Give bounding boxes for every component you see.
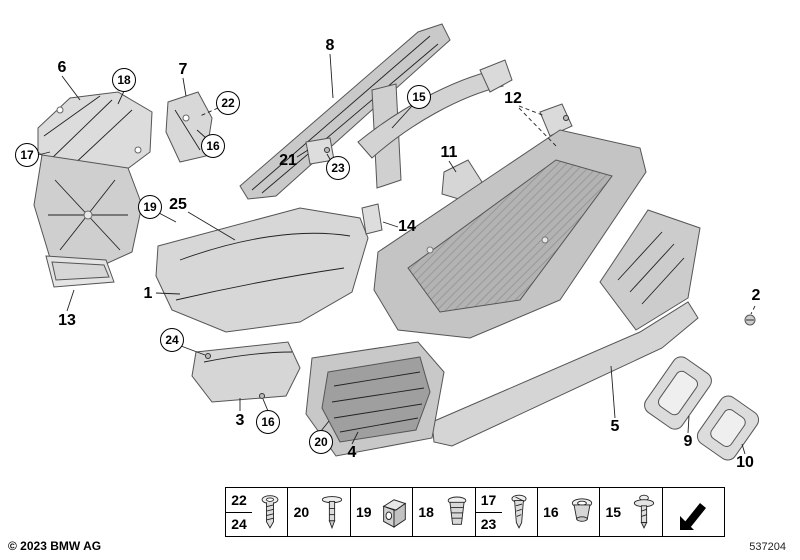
callout-3[interactable]: 3 xyxy=(235,412,245,429)
callout-25[interactable]: 25 xyxy=(169,196,187,213)
part-side-support-lattice xyxy=(33,154,143,273)
part-14-adapter-bracket xyxy=(361,203,383,235)
part-6-side-bracket xyxy=(37,91,153,177)
part-15-reinforcement-beam xyxy=(357,59,513,159)
continuation-arrow-icon xyxy=(680,503,707,530)
part-21-retainer-plate xyxy=(305,137,335,165)
torx-screw-icon xyxy=(261,495,279,529)
legend-cell-22-24[interactable]: 22 24 xyxy=(226,488,289,536)
washer-screw-icon xyxy=(633,494,655,529)
callout-circled-20[interactable]: 20 xyxy=(309,430,333,454)
expanding-plug-icon xyxy=(447,496,467,525)
copyright-text: © 2023 BMW AG xyxy=(8,539,102,553)
legend-number: 16 xyxy=(543,504,559,520)
callout-7[interactable]: 7 xyxy=(178,61,188,78)
part-7-mount-bracket xyxy=(165,91,213,163)
part-corner-grille xyxy=(599,209,701,331)
legend-number: 17 xyxy=(475,488,502,513)
callout-2[interactable]: 2 xyxy=(751,287,761,304)
callout-12[interactable]: 12 xyxy=(504,90,522,107)
callout-9[interactable]: 9 xyxy=(683,433,693,450)
legend-number: 19 xyxy=(355,504,372,520)
legend-cell-19[interactable]: 19 xyxy=(351,488,414,536)
legend-cell-arrow[interactable] xyxy=(663,488,724,536)
part-3-corner-trim xyxy=(191,341,301,403)
diagram-number: 537204 xyxy=(749,541,786,553)
callout-14[interactable]: 14 xyxy=(398,218,416,235)
callout-circled-16b[interactable]: 16 xyxy=(256,410,280,434)
part-10-trim-plate xyxy=(696,395,760,461)
legend-number: 22 xyxy=(226,488,252,513)
fastener-legend: 22 24 20 xyxy=(225,487,725,537)
leader-lines xyxy=(37,53,756,455)
callout-circled-24[interactable]: 24 xyxy=(160,328,184,352)
sheet-metal-clip-icon xyxy=(382,499,407,528)
part-4-diffuser-trim xyxy=(305,341,445,457)
callout-5[interactable]: 5 xyxy=(610,418,620,435)
legend-number: 15 xyxy=(605,504,622,520)
callout-11[interactable]: 11 xyxy=(440,144,458,161)
callout-21[interactable]: 21 xyxy=(279,152,297,169)
callout-6[interactable]: 6 xyxy=(57,59,67,76)
callout-circled-18[interactable]: 18 xyxy=(112,68,136,92)
legend-cell-18[interactable]: 18 xyxy=(413,488,476,536)
legend-number: 23 xyxy=(480,516,497,533)
callout-8[interactable]: 8 xyxy=(325,37,335,54)
part-rear-bumper-inner-panel xyxy=(373,129,647,339)
callout-circled-15[interactable]: 15 xyxy=(407,85,431,109)
part-1-bumper-trim-panel xyxy=(155,207,369,333)
legend-number: 24 xyxy=(231,516,247,533)
part-13-cover-tray xyxy=(45,255,115,288)
part-9-trim-plate xyxy=(644,356,712,430)
callout-circled-19[interactable]: 19 xyxy=(138,195,162,219)
legend-number: 18 xyxy=(418,504,434,520)
legend-cell-17-23[interactable]: 17 23 xyxy=(475,488,538,536)
legend-cell-16[interactable]: 16 xyxy=(538,488,601,536)
callout-1[interactable]: 1 xyxy=(143,285,153,302)
grommet-nut-icon xyxy=(571,498,592,522)
callout-10[interactable]: 10 xyxy=(736,454,754,471)
callout-circled-22[interactable]: 22 xyxy=(216,91,240,115)
callout-13[interactable]: 13 xyxy=(58,312,76,329)
callout-circled-16[interactable]: 16 xyxy=(201,134,225,158)
part-2-fastener xyxy=(744,314,756,326)
legend-number: 20 xyxy=(293,504,310,520)
expansion-rivet-icon xyxy=(321,496,343,530)
callout-circled-17[interactable]: 17 xyxy=(15,143,39,167)
legend-cell-15[interactable]: 15 xyxy=(600,488,663,536)
part-5-lower-sill-strip xyxy=(431,301,699,447)
callout-4[interactable]: 4 xyxy=(347,444,357,461)
countersunk-screw-icon xyxy=(511,494,527,529)
callout-circled-23[interactable]: 23 xyxy=(326,156,350,180)
legend-cell-20[interactable]: 20 xyxy=(288,488,351,536)
